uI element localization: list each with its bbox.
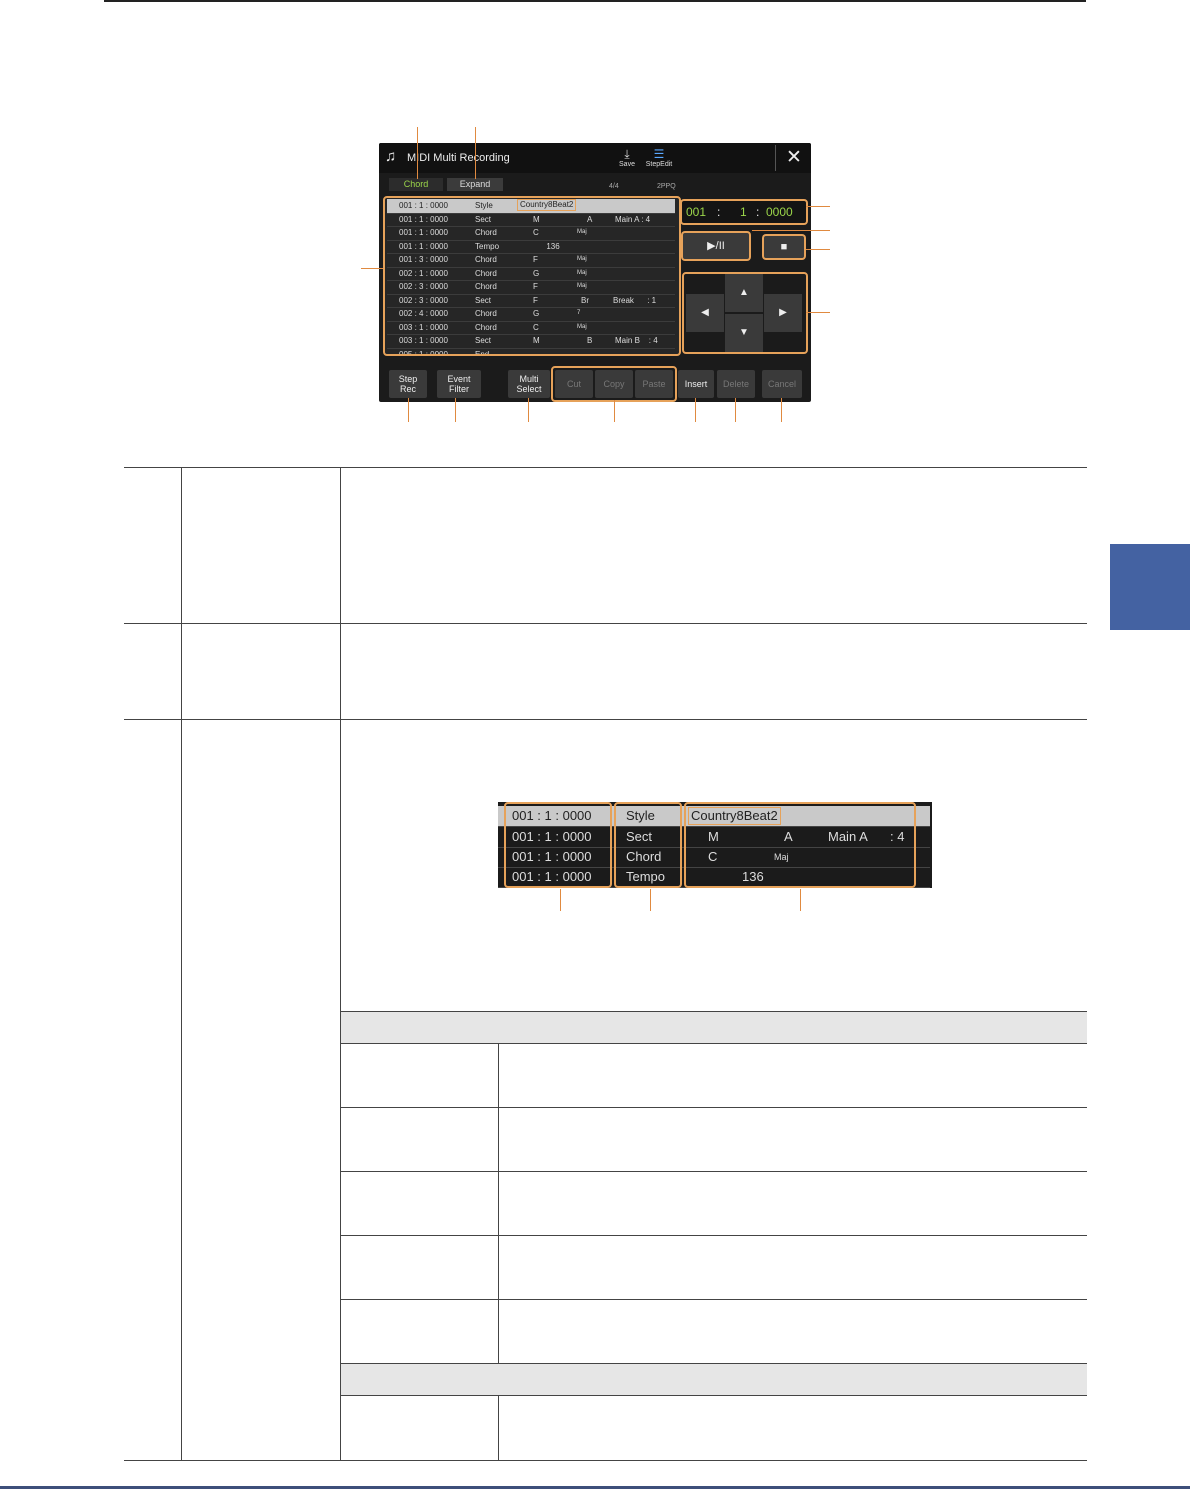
ppq-label: 2PPQ xyxy=(657,183,676,190)
table-border xyxy=(341,1107,1087,1108)
midi-multi-recording-screen: ♫ MIDI Multi Recording ⤓ Save ☰ StepEdit… xyxy=(379,143,811,402)
table-border xyxy=(341,1363,1087,1364)
play-pause-button[interactable]: ▶/II xyxy=(683,233,749,259)
table-border xyxy=(341,1299,1087,1300)
callout-line xyxy=(560,889,561,911)
event-list-detail: 001 : 1 : 0000 Style Country8Beat2 001 :… xyxy=(498,802,932,888)
table-border xyxy=(341,1395,1087,1396)
song-position-field[interactable]: 001 : 1 : 0000 xyxy=(680,199,808,225)
app-title: MIDI Multi Recording xyxy=(407,152,510,164)
callout-line xyxy=(528,398,529,422)
separator: : xyxy=(717,205,721,219)
stop-button[interactable]: ■ xyxy=(764,236,804,258)
clock-value: 0000 xyxy=(766,205,793,219)
tab-expand[interactable]: Expand xyxy=(447,178,503,191)
list-item: 001 : 1 : 0000 Style Country8Beat2 xyxy=(498,806,930,827)
callout-line xyxy=(800,889,801,911)
cut-button[interactable]: Cut xyxy=(555,370,593,398)
time-signature: 4/4 xyxy=(609,183,619,190)
table-border xyxy=(341,1011,1087,1012)
title-bar: ♫ MIDI Multi Recording ⤓ Save ☰ StepEdit… xyxy=(379,143,811,173)
value-column-highlight xyxy=(684,802,916,888)
top-rule xyxy=(104,0,1086,2)
table-border xyxy=(124,467,1087,468)
callout-line xyxy=(417,127,418,179)
table-border xyxy=(341,1235,1087,1236)
table-border xyxy=(124,623,1087,624)
music-note-icon: ♫ xyxy=(385,148,397,165)
callout-line xyxy=(614,400,615,422)
callout-line xyxy=(806,249,830,250)
event-list[interactable]: 001 : 1 : 0000 Style Country8Beat2 001 :… xyxy=(383,196,681,356)
copy-button[interactable]: Copy xyxy=(595,370,633,398)
table-border xyxy=(341,1043,1087,1044)
right-arrow-icon[interactable]: ▶ xyxy=(764,294,802,332)
callout-line xyxy=(806,206,830,207)
list-item: 001 : 1 : 0000 Sect M A Main A : 4 xyxy=(498,827,930,848)
subtable-header xyxy=(341,1364,1087,1395)
separator: : xyxy=(756,205,760,219)
down-arrow-icon[interactable]: ▼ xyxy=(725,314,763,352)
cursor-pad: ▲ ◀ ▶ ▼ xyxy=(682,272,808,354)
save-button[interactable]: ⤓ Save xyxy=(613,147,641,168)
callout-line xyxy=(695,398,696,422)
paste-button[interactable]: Paste xyxy=(635,370,673,398)
list-item: 001 : 1 : 0000 Tempo 136 xyxy=(498,867,930,888)
position-column-highlight xyxy=(504,802,612,888)
table-border xyxy=(124,719,1087,720)
beat-value: 1 xyxy=(740,205,747,219)
table-border xyxy=(498,1043,499,1364)
callout-line xyxy=(650,889,651,911)
list-icon: ☰ xyxy=(653,147,665,161)
callout-line xyxy=(475,127,476,179)
up-arrow-icon[interactable]: ▲ xyxy=(725,274,763,312)
bottom-rule xyxy=(0,1486,1190,1489)
callout-line xyxy=(752,230,830,231)
table-border xyxy=(341,1171,1087,1172)
left-arrow-icon[interactable]: ◀ xyxy=(686,294,724,332)
save-label: Save xyxy=(619,161,635,168)
callout-line xyxy=(735,398,736,422)
tab-chord[interactable]: Chord xyxy=(389,178,443,191)
step-edit-button[interactable]: ☰ StepEdit xyxy=(645,147,673,168)
list-item: 001 : 1 : 0000 Chord C Maj xyxy=(498,847,930,868)
callout-line xyxy=(806,312,830,313)
callout-line xyxy=(361,268,383,269)
type-column-highlight xyxy=(614,802,682,888)
style-name: Country8Beat2 xyxy=(517,199,577,211)
subtable-header xyxy=(341,1012,1087,1043)
table-border xyxy=(340,467,341,1461)
list-item[interactable]: 001 : 1 : 0000 Style Country8Beat2 xyxy=(387,199,675,214)
insert-button[interactable]: Insert xyxy=(678,370,714,398)
table-border xyxy=(124,1460,1087,1461)
download-icon: ⤓ xyxy=(624,147,630,161)
measure-value: 001 xyxy=(686,205,707,219)
callout-line xyxy=(408,398,409,422)
delete-button[interactable]: Delete xyxy=(717,370,755,398)
chapter-tab xyxy=(1110,544,1190,630)
table-border xyxy=(181,467,182,1461)
cancel-button[interactable]: Cancel xyxy=(762,370,802,398)
style-name: Country8Beat2 xyxy=(688,807,781,825)
close-icon[interactable]: ✕ xyxy=(775,145,811,171)
table-border xyxy=(498,1395,499,1461)
callout-line xyxy=(455,398,456,422)
callout-line xyxy=(781,398,782,422)
step-edit-label: StepEdit xyxy=(645,161,673,168)
